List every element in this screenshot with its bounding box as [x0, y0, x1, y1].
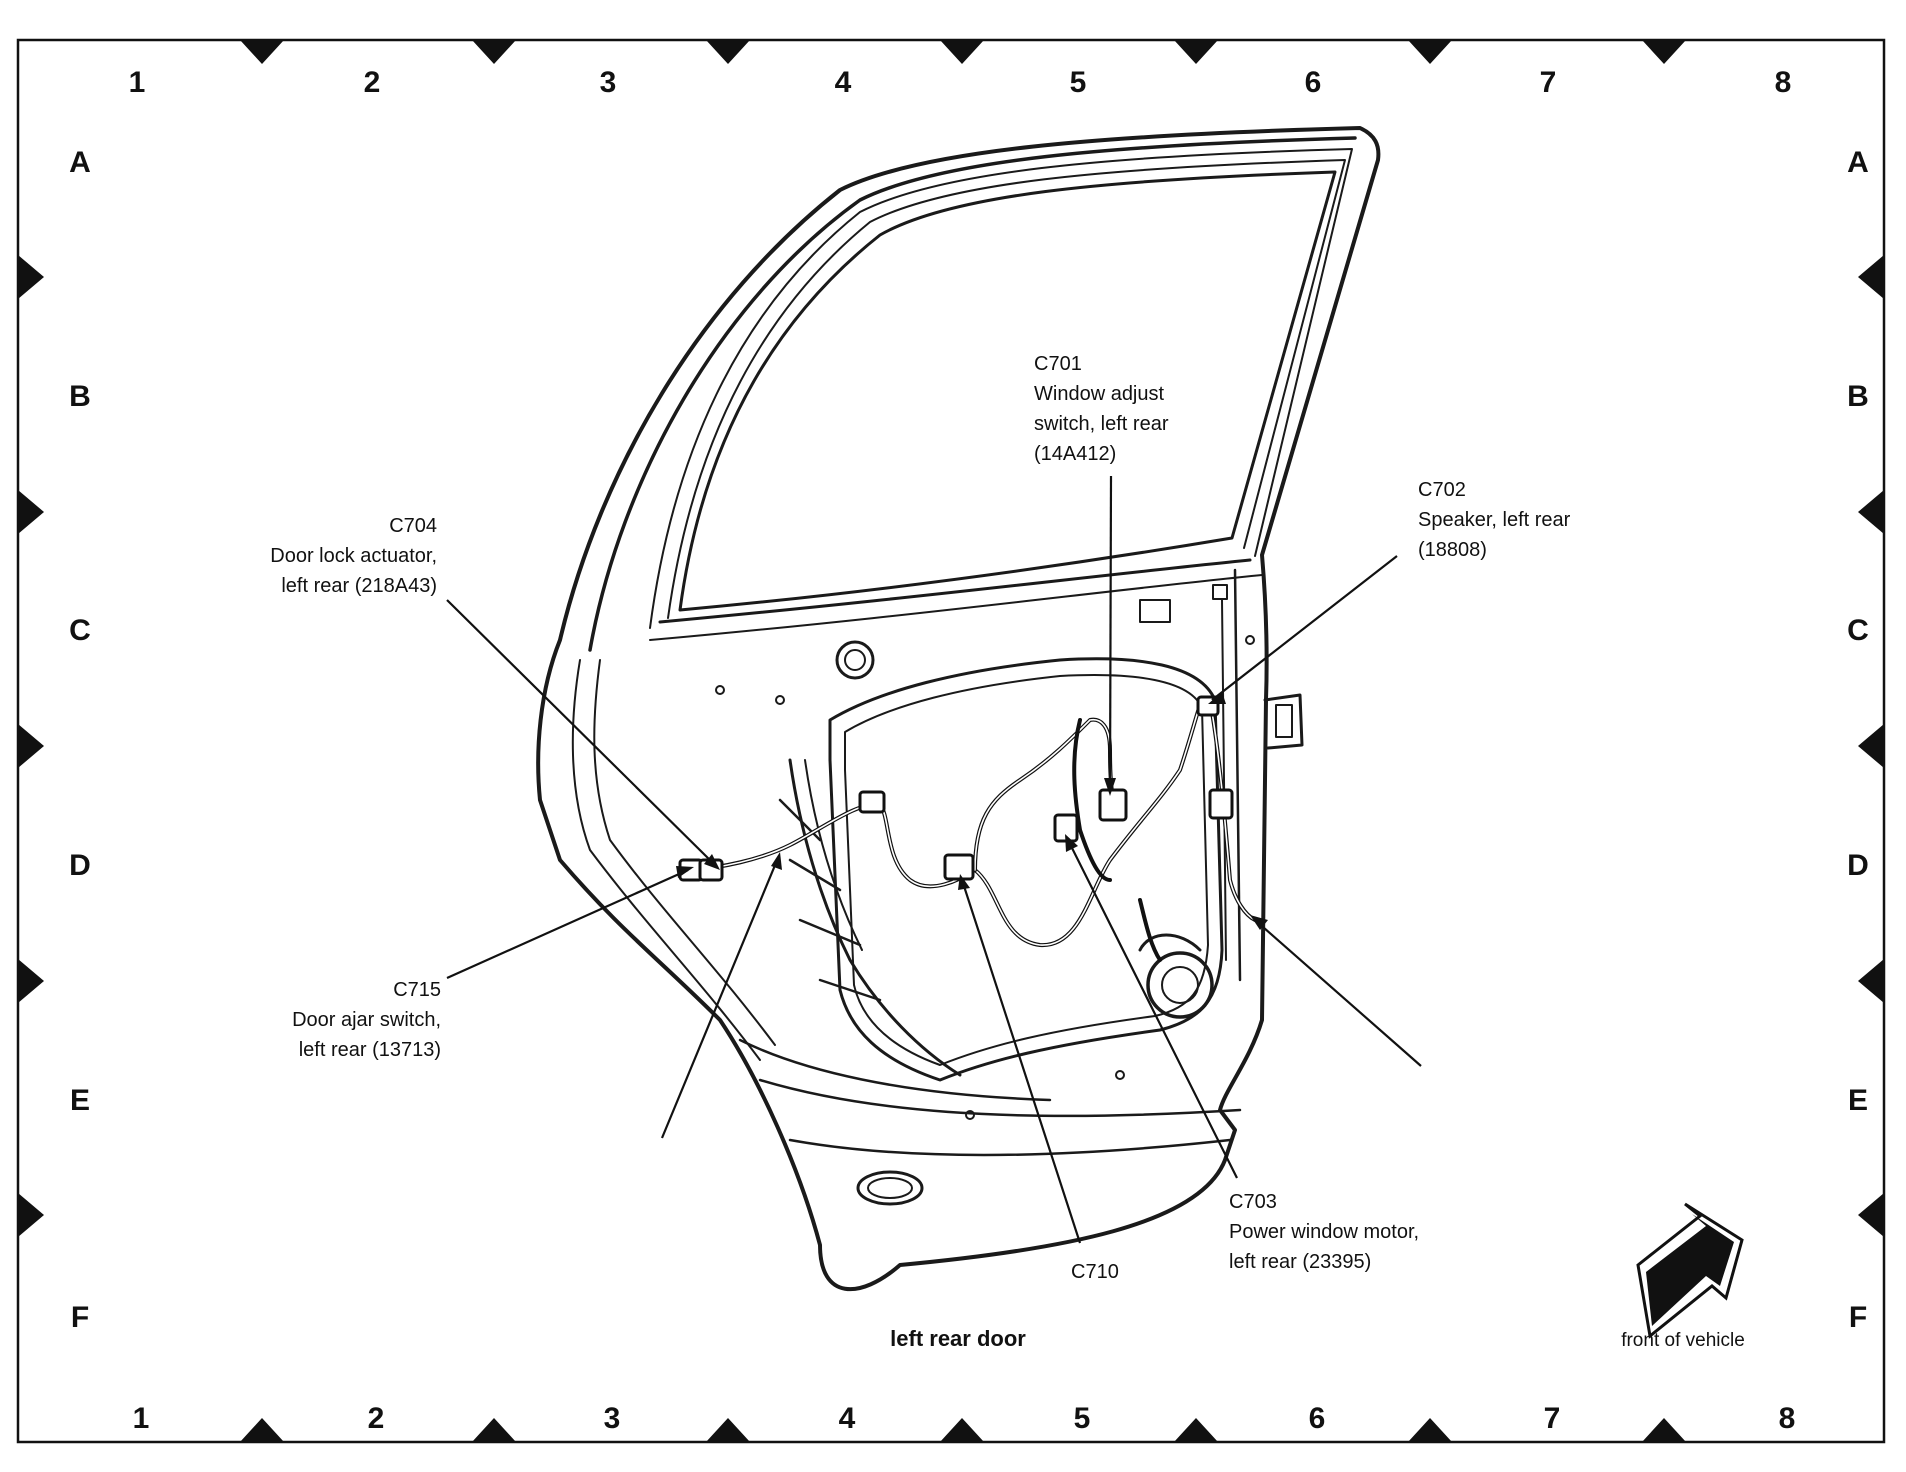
- zone-marker: [1642, 1418, 1686, 1442]
- grid-column-label: 8: [1775, 66, 1792, 99]
- zone-marker: [1174, 1418, 1218, 1442]
- grid-row-label: A: [1847, 146, 1869, 179]
- callout-line: (14A412): [1034, 443, 1116, 465]
- grid-row-label: D: [1847, 849, 1869, 882]
- callout-line: switch, left rear: [1034, 413, 1169, 435]
- zone-marker: [18, 490, 44, 534]
- zone-marker: [1858, 959, 1884, 1003]
- diagram-caption: left rear door: [890, 1326, 1026, 1351]
- zone-marker: [940, 40, 984, 64]
- grid-column-label: 2: [364, 66, 381, 99]
- zone-marker: [1858, 1193, 1884, 1237]
- grid-column-label: 5: [1074, 1402, 1091, 1435]
- door-illustration: [536, 126, 1381, 1292]
- callout-line: C701: [1034, 353, 1082, 375]
- grid-row-label: B: [69, 380, 91, 413]
- grid-row-label: C: [1847, 614, 1869, 647]
- grid-row-label: C: [69, 614, 91, 647]
- zone-marker: [18, 724, 44, 768]
- grid-column-label: 3: [604, 1402, 621, 1435]
- zone-marker: [1408, 40, 1452, 64]
- callout-line: left rear (218A43): [281, 575, 437, 597]
- diagram-border: [16, 38, 1886, 1444]
- callout-line: left rear (23395): [1229, 1251, 1371, 1273]
- wiring-harness: [678, 695, 1257, 962]
- grid-column-label: 6: [1305, 66, 1322, 99]
- callout-line: (18808): [1418, 539, 1487, 561]
- grid-row-label: D: [69, 849, 91, 882]
- zone-marker: [940, 1418, 984, 1442]
- callout-line: Power window motor,: [1229, 1221, 1419, 1243]
- leader-c710: [960, 879, 1082, 1244]
- grid-column-label: 5: [1070, 66, 1087, 99]
- callout-line: C704: [389, 515, 437, 537]
- leader-14633: [1254, 919, 1422, 1067]
- zone-marker: [1174, 40, 1218, 64]
- leader-c703: [1067, 839, 1238, 1179]
- grid-column-label: 6: [1309, 1402, 1326, 1435]
- zone-markers: [18, 40, 1884, 1442]
- leader-c702: [1211, 555, 1398, 701]
- leader-c704: [446, 599, 716, 866]
- zone-marker: [18, 1193, 44, 1237]
- zone-marker: [18, 255, 44, 299]
- callout-line: Speaker, left rear: [1418, 509, 1571, 531]
- zone-marker: [1642, 40, 1686, 64]
- callout-line: Door lock actuator,: [270, 545, 437, 567]
- zone-marker: [240, 1418, 284, 1442]
- callout-c710: C710: [1071, 1261, 1119, 1283]
- grid-row-label: A: [69, 146, 91, 179]
- zone-marker: [1408, 1418, 1452, 1442]
- leader-lines: [446, 475, 1422, 1244]
- callout-line: C703: [1229, 1191, 1277, 1213]
- leader-14240: [660, 857, 780, 1139]
- zone-marker: [240, 40, 284, 64]
- grid-column-label: 1: [133, 1402, 150, 1435]
- zone-marker: [706, 1418, 750, 1442]
- grid-column-label: 8: [1779, 1402, 1796, 1435]
- zone-marker: [1858, 724, 1884, 768]
- grid-row-label: E: [1848, 1084, 1868, 1117]
- grid-column-label: 7: [1544, 1402, 1561, 1435]
- zone-marker: [472, 40, 516, 64]
- grid-column-label: 4: [839, 1402, 856, 1435]
- callout-line: left rear (13713): [299, 1039, 441, 1061]
- leader-c701: [1108, 475, 1113, 791]
- grid-column-label: 7: [1540, 66, 1557, 99]
- zone-marker: [472, 1418, 516, 1442]
- zone-marker: [706, 40, 750, 64]
- zone-marker: [18, 959, 44, 1003]
- callout-line: Window adjust: [1034, 383, 1165, 405]
- leader-c715: [446, 868, 689, 980]
- callout-line: C710: [1071, 1261, 1119, 1283]
- grid-row-label: F: [71, 1301, 89, 1334]
- grid-column-label: 1: [129, 66, 146, 99]
- callout-line: C715: [393, 979, 441, 1001]
- grid-column-label: 4: [835, 66, 852, 99]
- zone-marker: [1858, 255, 1884, 299]
- grid-row-label: E: [70, 1084, 90, 1117]
- zone-marker: [1858, 490, 1884, 534]
- grid-column-label: 2: [368, 1402, 385, 1435]
- callout-line: C702: [1418, 479, 1466, 501]
- orientation-label: front of vehicle: [1621, 1330, 1745, 1351]
- grid-row-label: B: [1847, 380, 1869, 413]
- grid-column-label: 3: [600, 66, 617, 99]
- arrow-icon: [1636, 1202, 1744, 1339]
- grid-row-label: F: [1849, 1301, 1867, 1334]
- callout-line: Door ajar switch,: [292, 1009, 441, 1031]
